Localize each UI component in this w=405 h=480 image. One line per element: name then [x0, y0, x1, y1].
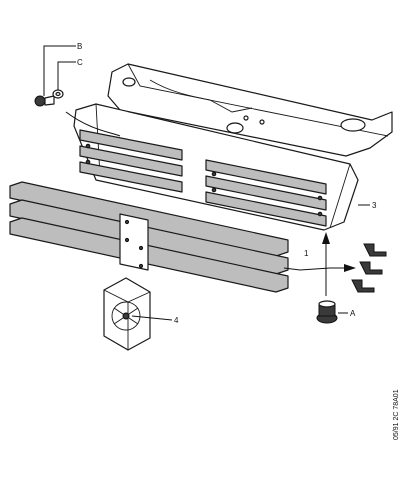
- drawing-code: 05/91 2C 78A01: [393, 389, 400, 440]
- label-b: B: [77, 42, 82, 51]
- front-grille-part-1: [9, 181, 289, 293]
- screw-b-washer-c: [34, 89, 64, 107]
- grommet-a: [316, 300, 338, 324]
- fan-unit-part-4: [103, 277, 151, 351]
- label-4: 4: [174, 316, 179, 325]
- leader-lines: [43, 45, 370, 321]
- grille-frame-part-3: [73, 103, 359, 231]
- upper-cross-panel: [107, 63, 393, 157]
- clips: [351, 243, 387, 293]
- label-a: A: [350, 309, 356, 318]
- label-3: 3: [372, 201, 377, 210]
- label-1: 1: [304, 249, 309, 258]
- label-c: C: [77, 58, 83, 67]
